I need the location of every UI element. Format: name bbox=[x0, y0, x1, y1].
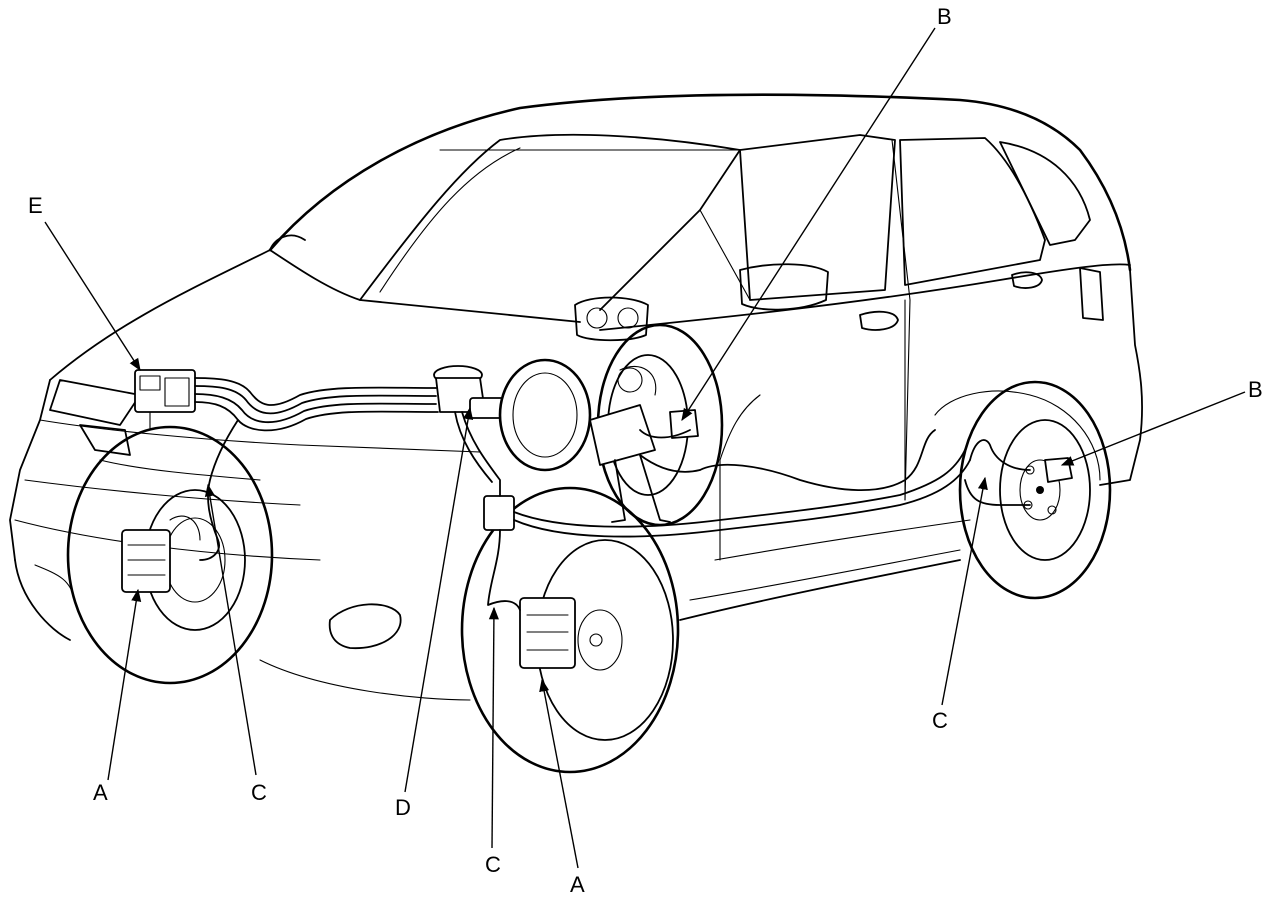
pedal-assembly bbox=[589, 367, 671, 523]
rear-right-caliper bbox=[1023, 457, 1073, 515]
callout-c-right: C bbox=[932, 708, 948, 733]
callout-leaders bbox=[44, 27, 1246, 869]
front-left-caliper bbox=[121, 515, 201, 593]
callout-a-middle: A bbox=[570, 872, 585, 897]
brake-lines bbox=[194, 377, 1031, 611]
callout-b-right: B bbox=[1248, 377, 1263, 402]
callout-e: E bbox=[28, 193, 43, 218]
front-right-caliper bbox=[519, 597, 603, 669]
callout-d: D bbox=[395, 795, 411, 820]
front-right-wheel bbox=[460, 486, 680, 774]
junction-block bbox=[483, 495, 515, 531]
callout-c-left: C bbox=[251, 780, 267, 805]
vehicle-body bbox=[9, 93, 1143, 701]
rear-right-wheel bbox=[958, 380, 1112, 600]
brake-booster bbox=[498, 358, 592, 472]
callout-c-middle: C bbox=[485, 852, 501, 877]
callout-a-left: A bbox=[93, 780, 108, 805]
callout-b-top: B bbox=[937, 4, 952, 29]
abs-modulator bbox=[134, 369, 196, 429]
master-cylinder bbox=[433, 365, 526, 419]
